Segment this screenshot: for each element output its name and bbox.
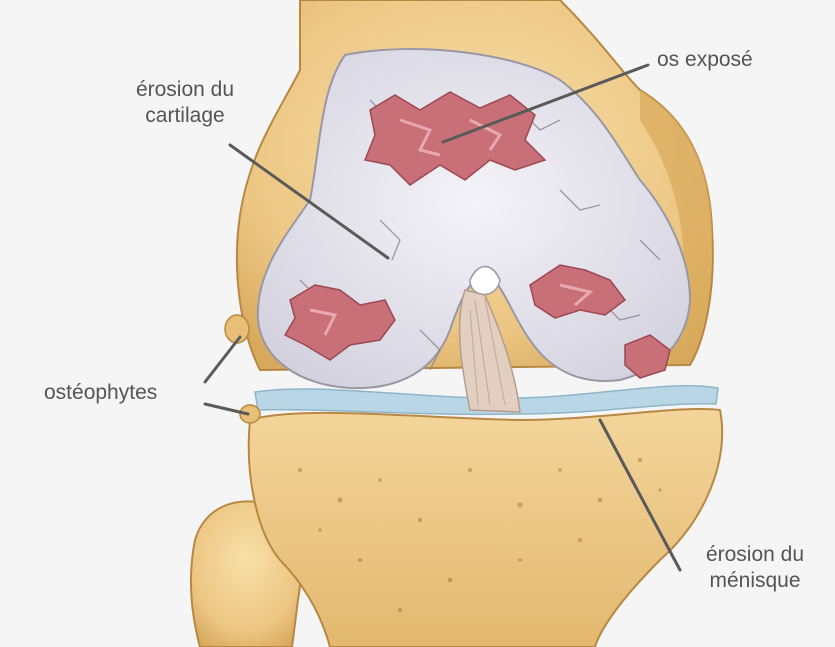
label-meniscus-erosion-line2: ménisque [675, 568, 835, 594]
label-exposed-bone: os exposé [657, 47, 753, 73]
label-cartilage-erosion: érosion du cartilage [105, 77, 265, 129]
label-osteophytes: ostéophytes [44, 380, 157, 406]
label-meniscus-erosion-line1: érosion du [675, 542, 835, 568]
label-cartilage-erosion-line2: cartilage [105, 103, 265, 129]
label-cartilage-erosion-line1: érosion du [105, 77, 265, 103]
label-meniscus-erosion: érosion du ménisque [675, 542, 835, 594]
